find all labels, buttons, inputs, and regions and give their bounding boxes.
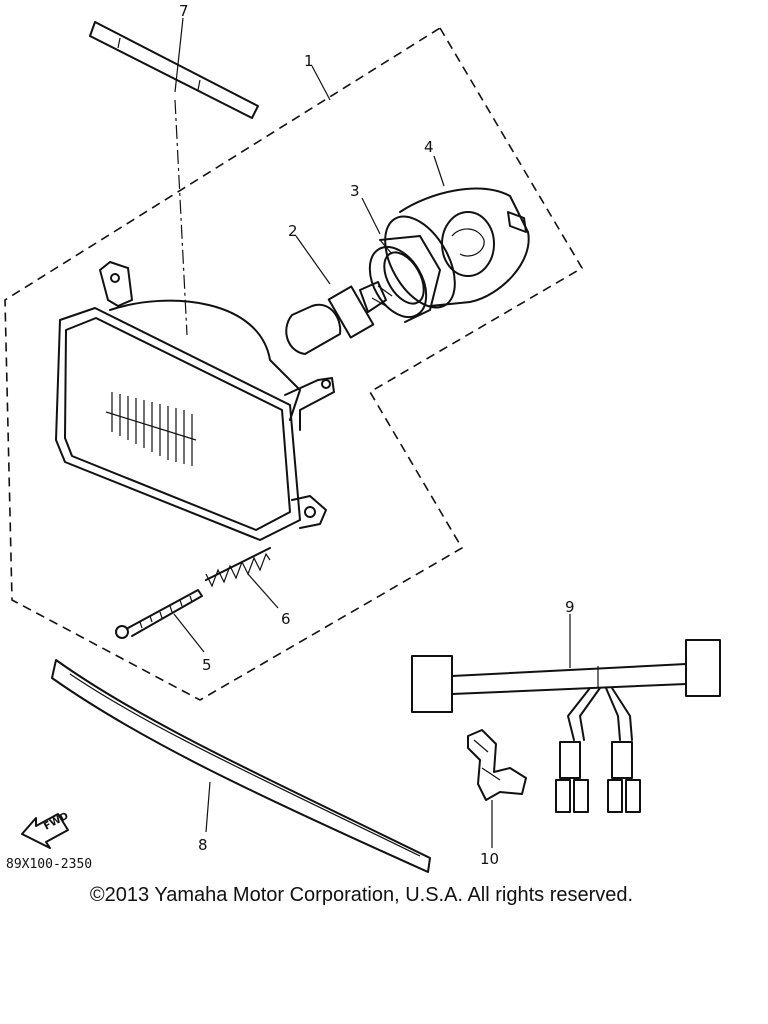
part-6-leader xyxy=(247,573,279,609)
part-4-cover xyxy=(384,187,530,309)
part-label-1: 1 xyxy=(304,52,314,70)
part-label-2: 2 xyxy=(288,222,298,240)
drawing-code: 89X100-2350 xyxy=(6,857,92,872)
part-label-10: 10 xyxy=(480,850,499,868)
assembly-boundary xyxy=(4,26,584,701)
part-5-screw xyxy=(115,589,203,639)
part-4-leader xyxy=(433,155,445,187)
copyright-notice: ©2013 Yamaha Motor Corporation, U.S.A. A… xyxy=(89,884,634,906)
part-10-clip xyxy=(467,729,527,801)
part-2-leader xyxy=(295,235,331,285)
part-5-leader xyxy=(173,613,205,653)
part-3-leader xyxy=(361,197,381,235)
part-label-8: 8 xyxy=(198,836,208,854)
headlight-housing xyxy=(55,261,335,541)
part-8-long-reflector xyxy=(51,659,431,873)
part-7-leader xyxy=(174,17,184,93)
part-7-reflector xyxy=(89,21,259,119)
part-label-7: 7 xyxy=(179,2,189,20)
part-label-9: 9 xyxy=(565,598,575,616)
part-1-leader xyxy=(311,65,331,101)
part-3-retainer xyxy=(368,235,441,323)
part-label-3: 3 xyxy=(350,182,360,200)
part-8-leader xyxy=(205,781,211,833)
part-label-5: 5 xyxy=(202,656,212,674)
part-label-6: 6 xyxy=(281,610,291,628)
part-6-spring xyxy=(205,547,271,588)
part-label-4: 4 xyxy=(424,138,434,156)
part-9-harness xyxy=(411,639,721,813)
forward-arrow-icon: FWD xyxy=(21,811,71,849)
